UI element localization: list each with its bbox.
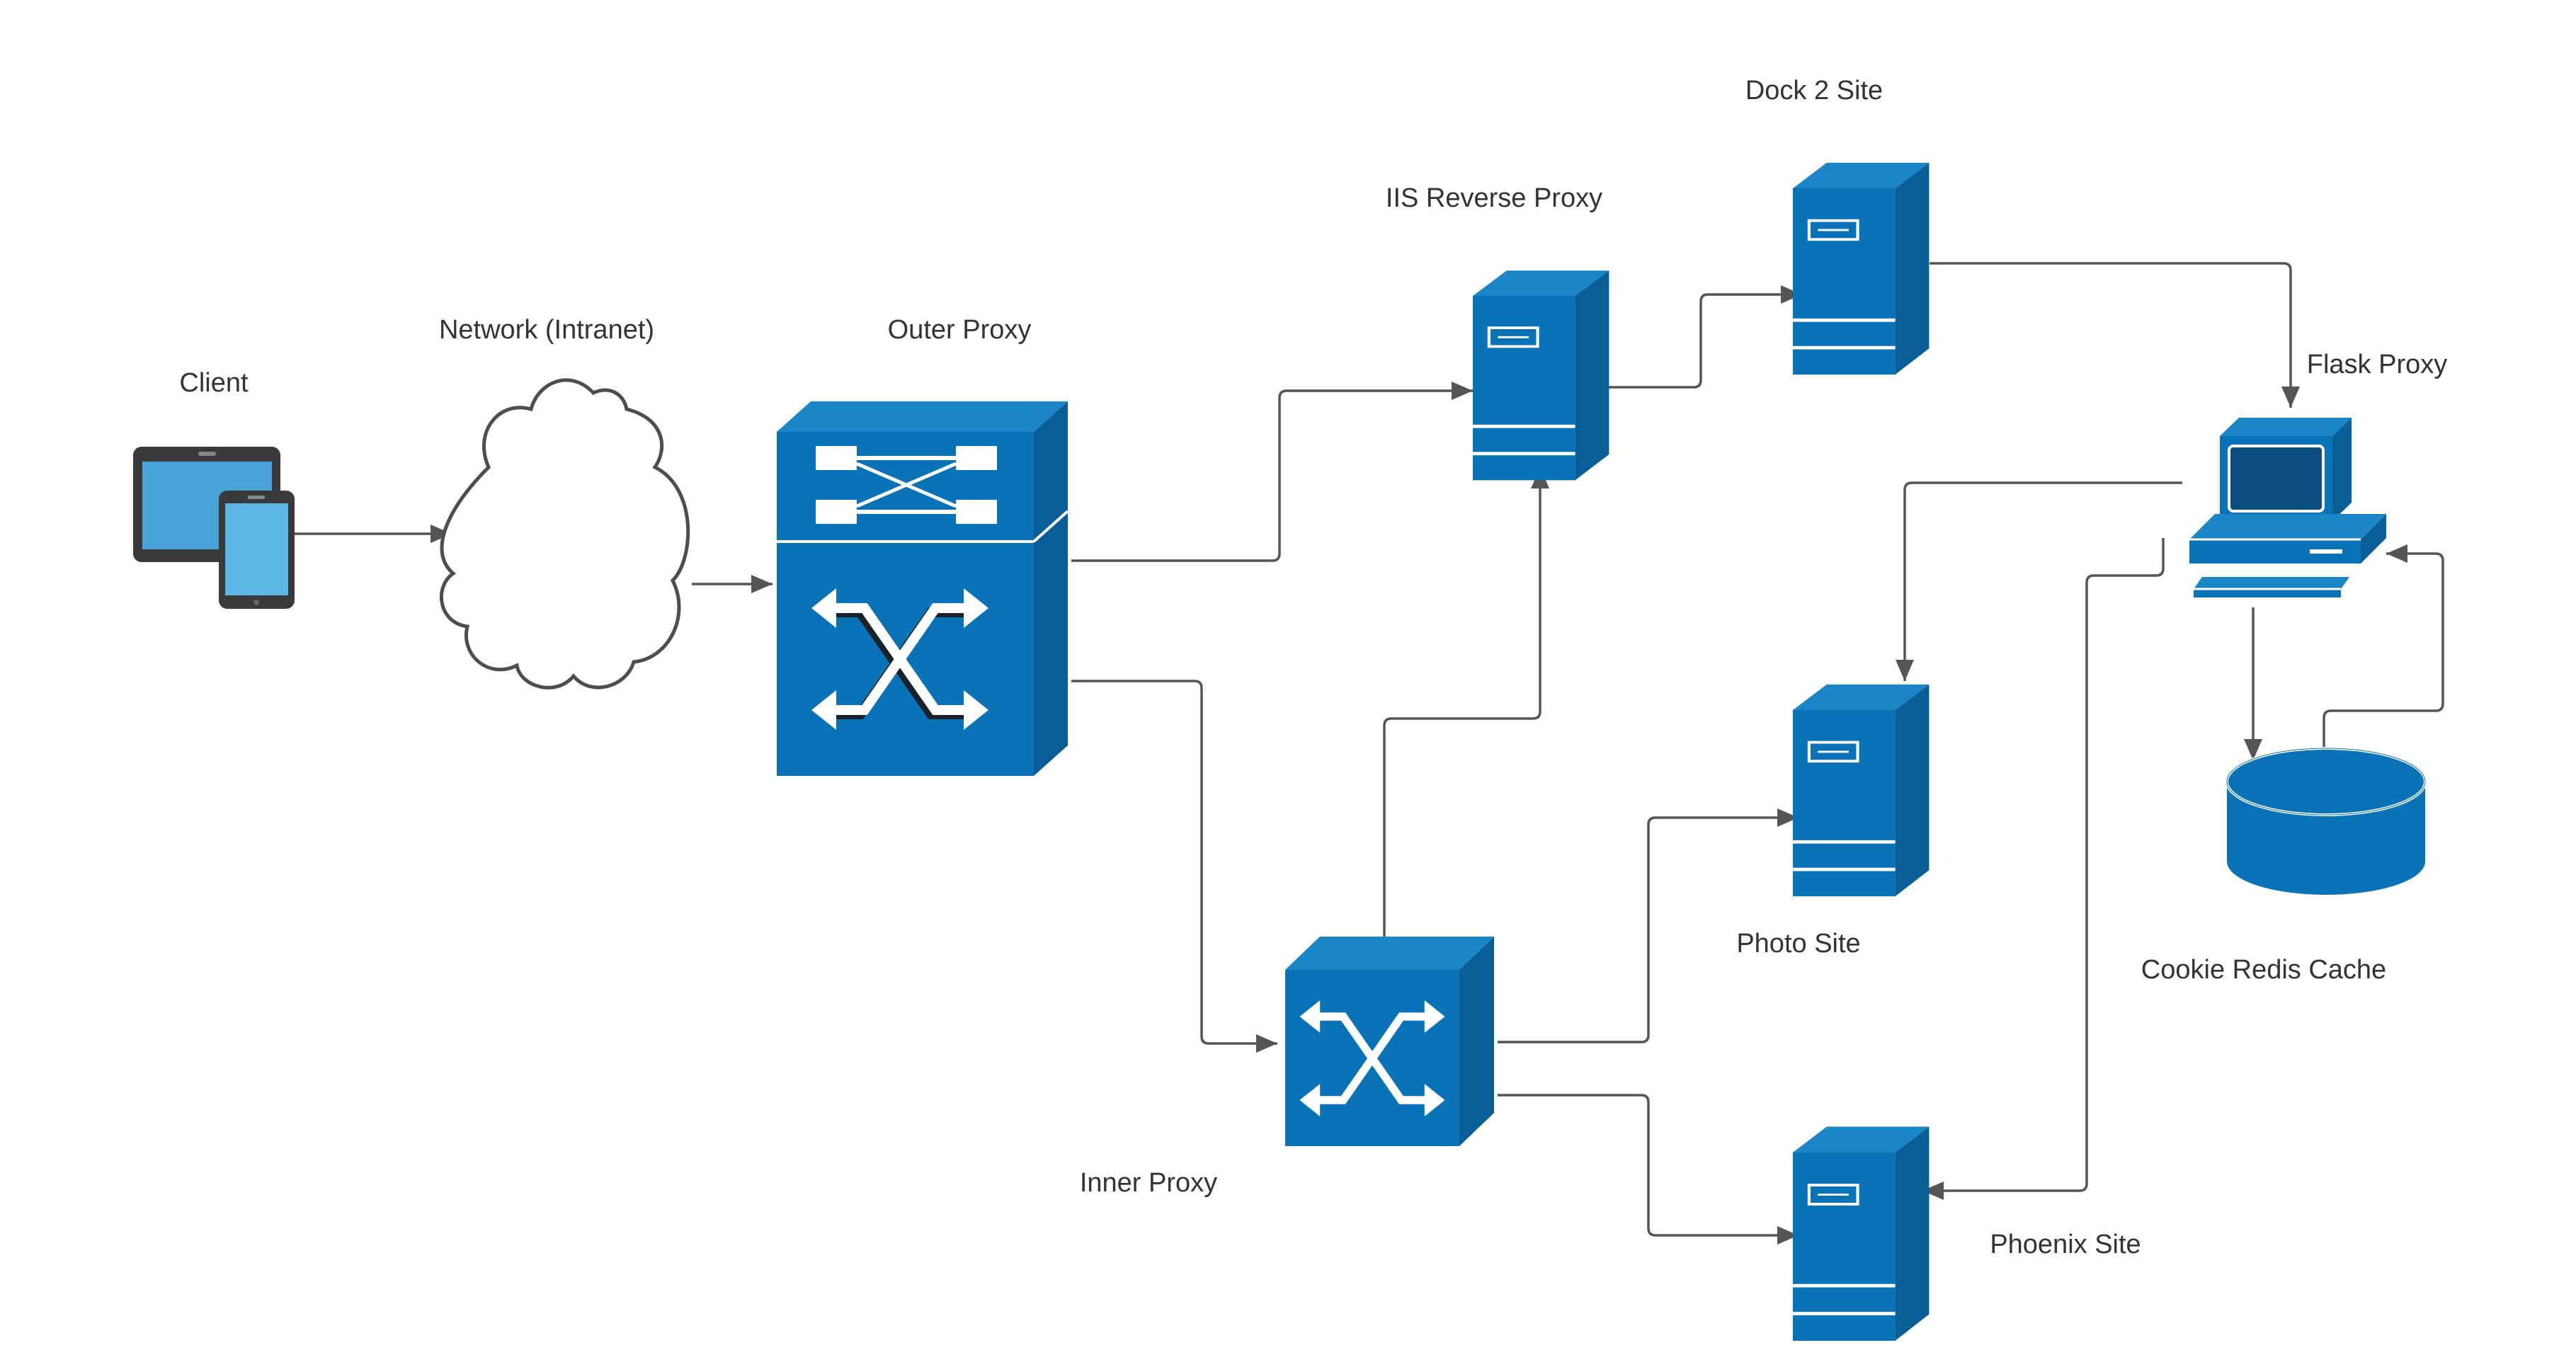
edge-inner-proxy-photo [1498, 808, 1799, 1043]
iis-reverse-proxy-label: IIS Reverse Proxy [1386, 183, 1602, 213]
server-icon [1793, 685, 1929, 896]
iis-reverse-proxy-node[interactable]: IIS Reverse Proxy [1386, 183, 1609, 480]
edge-inner-proxy-iis [1383, 467, 1549, 973]
edge-dock2-flask [1930, 262, 2300, 408]
flask-proxy-node[interactable]: Flask Proxy [2189, 350, 2447, 597]
connectors [292, 262, 2444, 1245]
inner-proxy-node[interactable]: Inner Proxy [1080, 937, 1494, 1198]
cloud-icon [439, 378, 690, 690]
cookie-redis-cache-node[interactable]: Cookie Redis Cache [2141, 747, 2427, 985]
database-icon [2225, 747, 2427, 895]
outer-proxy-node[interactable]: Outer Proxy [777, 315, 1069, 776]
switch-icon [1285, 937, 1494, 1146]
tablet-phone-icon [133, 447, 295, 609]
workstation-icon [2189, 418, 2386, 597]
client-node[interactable]: Client [133, 368, 295, 609]
phoenix-site-node[interactable]: Phoenix Site [1793, 1127, 2141, 1341]
edge-iis-dock2 [1607, 285, 1802, 389]
client-label: Client [179, 368, 249, 398]
multilayer-switch-icon [777, 401, 1069, 776]
dock2-site-node[interactable]: Dock 2 Site [1745, 76, 1930, 374]
server-icon [1793, 163, 1929, 374]
network-node[interactable]: Network (Intranet) [439, 315, 690, 690]
edge-redis-flask [2323, 544, 2444, 765]
flask-proxy-label: Flask Proxy [2307, 350, 2447, 379]
photo-site-label: Photo Site [1736, 929, 1860, 959]
dock2-site-label: Dock 2 Site [1745, 76, 1883, 105]
inner-proxy-label: Inner Proxy [1080, 1168, 1217, 1198]
server-icon [1793, 1127, 1929, 1341]
server-icon [1473, 270, 1609, 480]
outer-proxy-label: Outer Proxy [888, 315, 1032, 345]
edge-outer-proxy-iis [1071, 382, 1473, 562]
edge-flask-phoenix [1922, 538, 2165, 1200]
cookie-redis-cache-label: Cookie Redis Cache [2141, 955, 2386, 985]
phoenix-site-label: Phoenix Site [1990, 1230, 2141, 1259]
network-label: Network (Intranet) [439, 315, 654, 345]
edge-inner-proxy-phoenix [1498, 1094, 1799, 1245]
edge-flask-photo [1896, 481, 2182, 681]
edge-outer-proxy-inner-proxy [1071, 680, 1277, 1053]
photo-site-node[interactable]: Photo Site [1736, 685, 1929, 959]
